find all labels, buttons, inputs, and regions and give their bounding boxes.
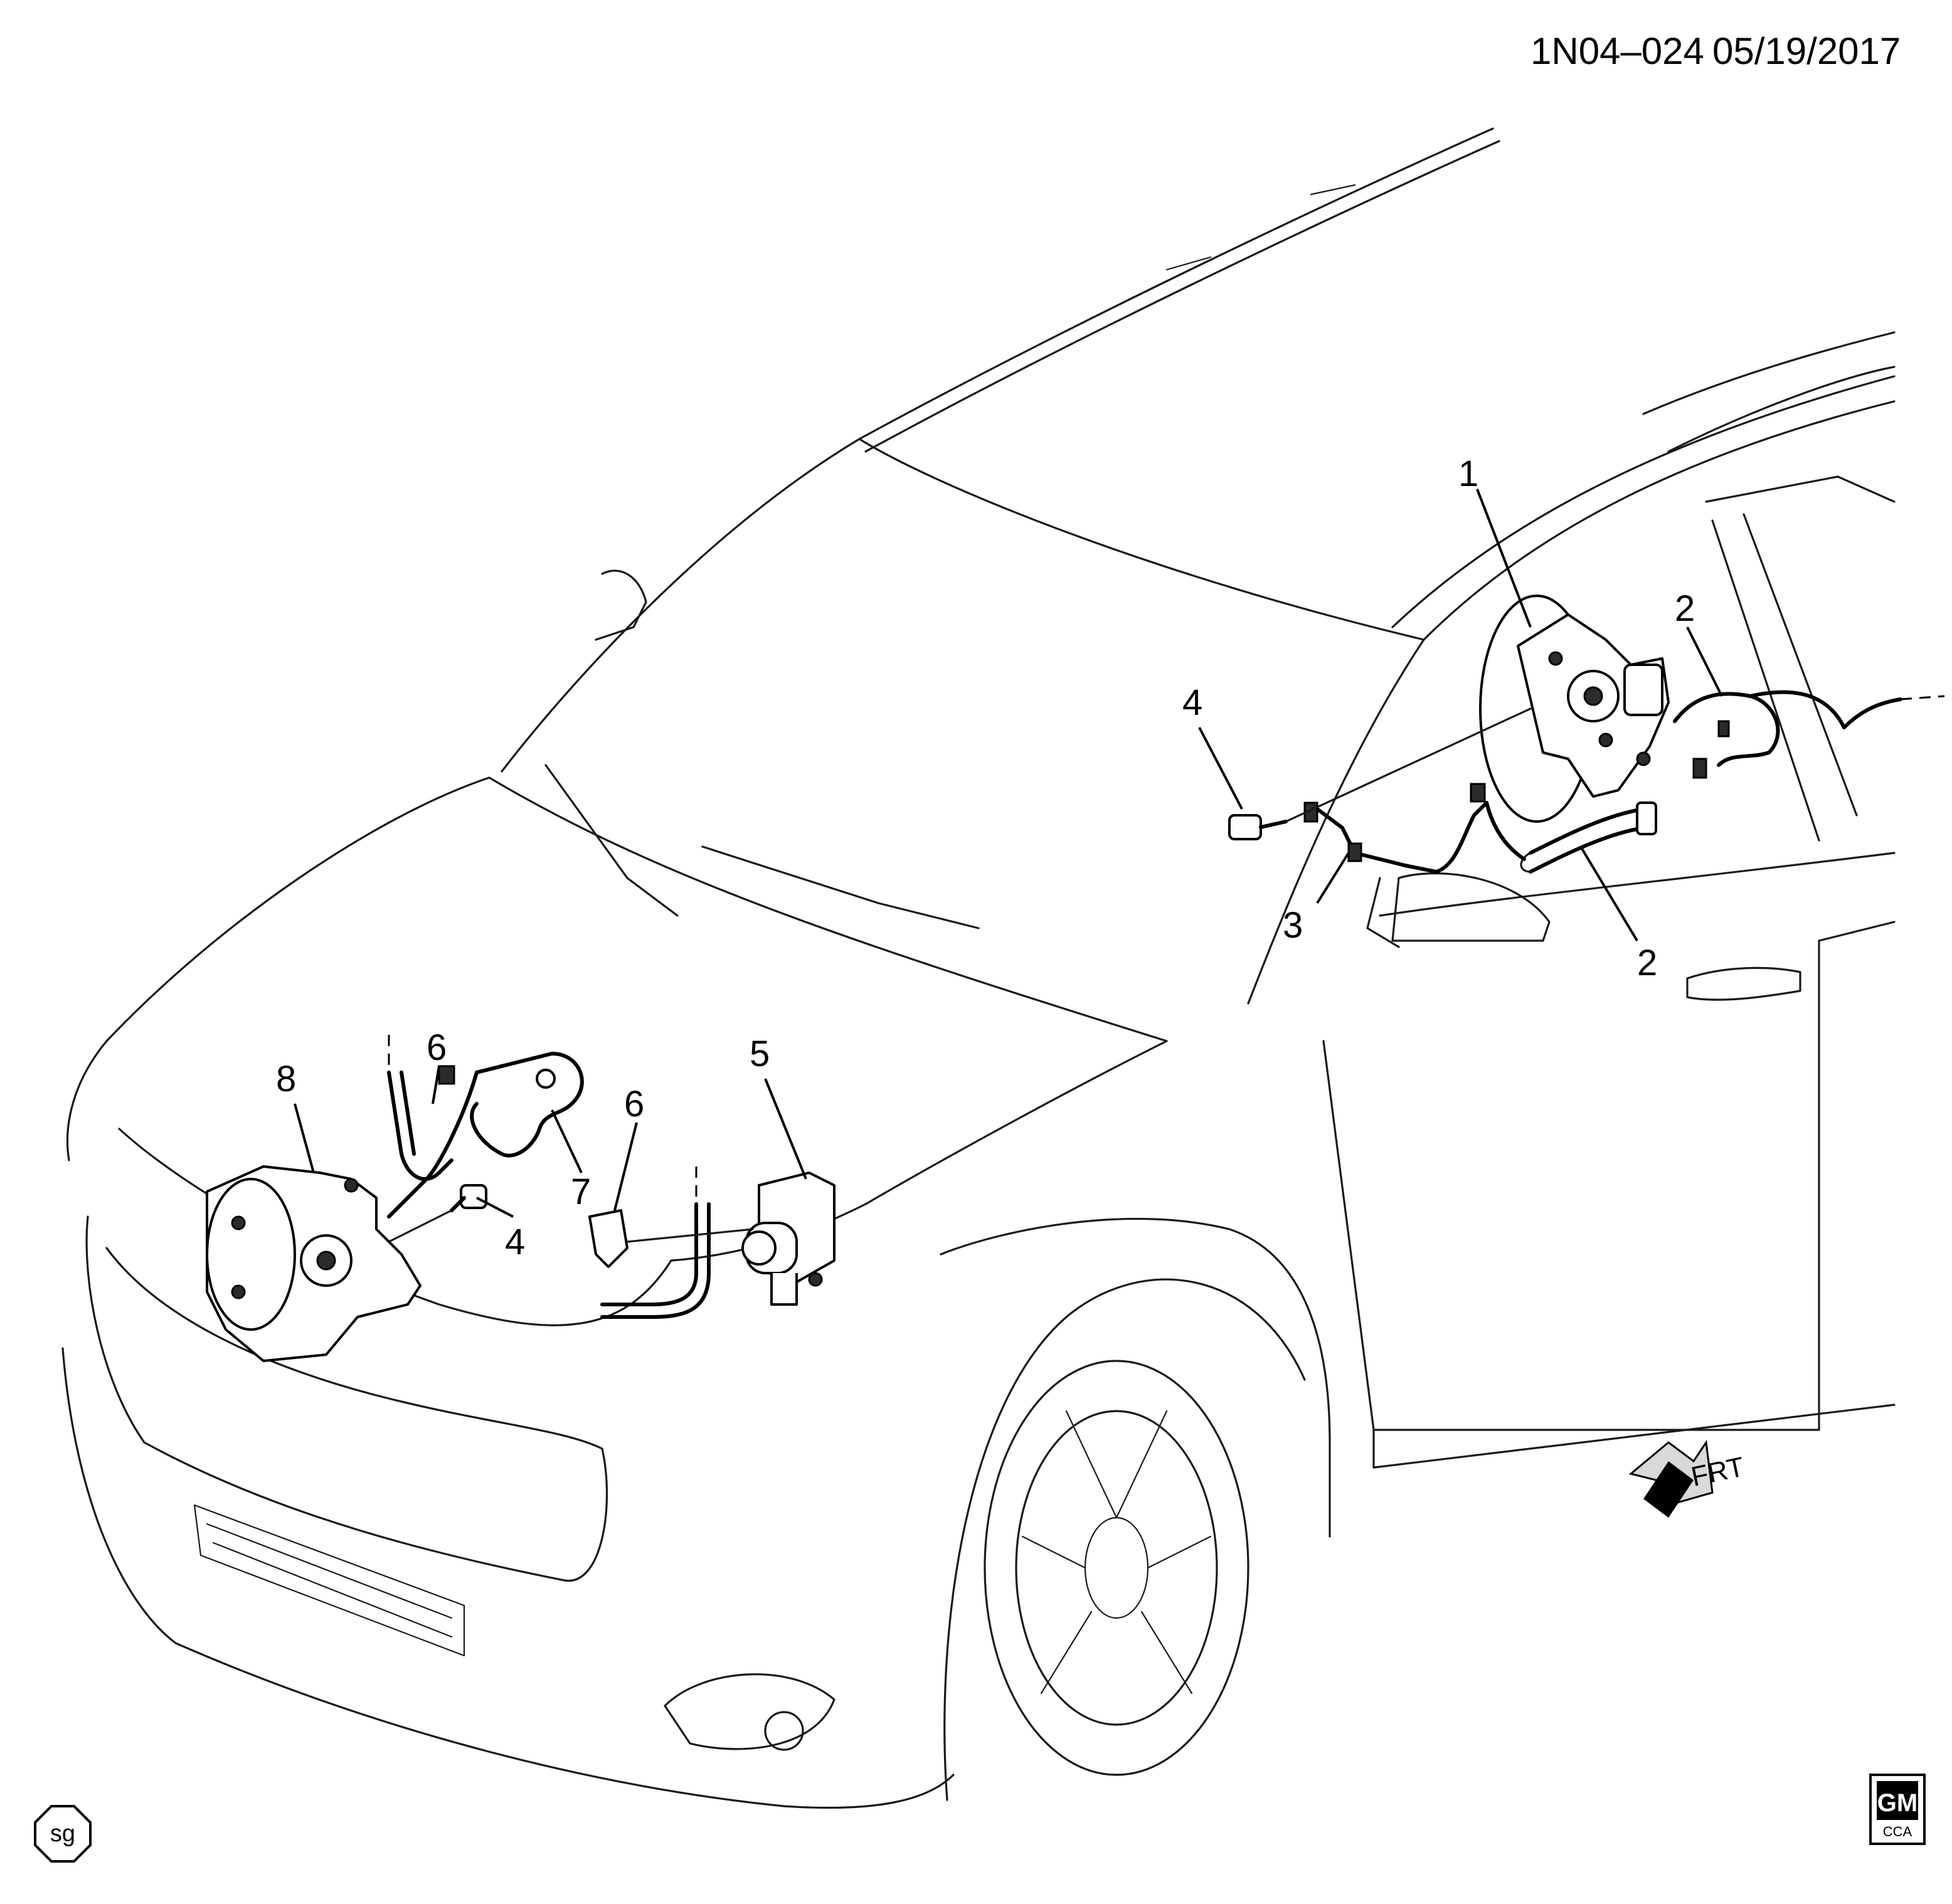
callout-1: 1: [1458, 453, 1478, 494]
part-5-abs-module: [741, 1171, 835, 1306]
vehicle-outline: [61, 127, 1896, 1809]
sg-text: sg: [50, 1821, 75, 1847]
part-1-brake-assembly: [1479, 595, 1670, 823]
part-4-bolt-lower: [350, 1184, 487, 1262]
callout-2-upper: 2: [1675, 588, 1695, 629]
callout-2-lower: 2: [1637, 943, 1657, 983]
callout-5: 5: [750, 1034, 770, 1074]
gm-text: GM: [1877, 1789, 1918, 1817]
callout-labels: 1 2 2 3 4 4 5 6 6 7 8: [276, 453, 1695, 1262]
cca-text: CCA: [1883, 1824, 1912, 1839]
sg-badge: sg: [34, 1805, 92, 1863]
part-6-hose-left: [387, 1035, 455, 1181]
callout-6-left: 6: [427, 1027, 447, 1068]
diagram-date: 05/19/2017: [1712, 30, 1901, 72]
front-direction-arrow: FRT: [1628, 1439, 1747, 1518]
callout-8: 8: [276, 1059, 296, 1099]
part-7-sensor-harness: [387, 1052, 584, 1219]
part-6-hose-center: [588, 1166, 754, 1319]
callout-6-center: 6: [624, 1084, 644, 1124]
callout-4-upper: 4: [1182, 682, 1202, 723]
part-4-bolt-upper: [1228, 707, 1532, 840]
callout-7: 7: [571, 1171, 591, 1212]
callout-4-lower: 4: [505, 1222, 525, 1262]
callout-3: 3: [1283, 905, 1303, 946]
gm-cca-logo: GM CCA: [1869, 1774, 1926, 1845]
part-8-front-brake: [206, 1165, 422, 1362]
callout-leaders: [294, 489, 1723, 1218]
diagram-code: 1N04–024: [1530, 30, 1704, 72]
part-2-harness: [1520, 690, 1945, 874]
